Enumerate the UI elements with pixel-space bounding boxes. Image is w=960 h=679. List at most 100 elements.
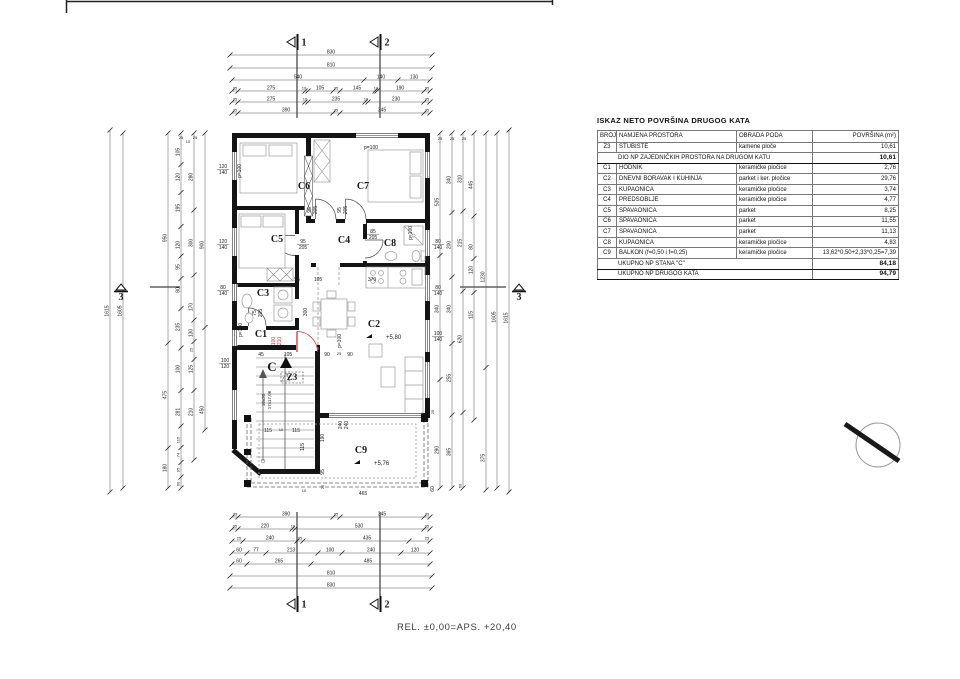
dim-tick <box>460 288 466 294</box>
dim-tick <box>330 88 336 94</box>
col-header-2: OBRADA PODA <box>736 130 813 143</box>
dim-label: 77 <box>253 548 259 554</box>
dim-label: 235 <box>176 323 182 332</box>
dim-tick <box>178 474 184 480</box>
dim-tick <box>191 130 197 136</box>
room-label: C3 <box>257 288 269 299</box>
dim-label: 275 <box>267 86 276 92</box>
row-area: 10,61 <box>812 152 899 164</box>
dim-tick <box>235 99 241 105</box>
dim-label: 25 <box>179 135 184 140</box>
dim-tick <box>244 550 250 556</box>
dim-tick <box>178 305 184 312</box>
row-floor: kamene ploče <box>736 141 813 154</box>
room-label: C4 <box>338 235 350 246</box>
dim-tick <box>107 127 113 133</box>
dim-label: 535 <box>435 198 441 207</box>
dim-tick <box>178 130 184 136</box>
dim-label: 810 <box>327 63 336 69</box>
section-marker-icon <box>369 36 379 48</box>
dim-tick <box>191 356 197 363</box>
staircase <box>256 354 314 469</box>
dim-label: 830 <box>327 50 336 56</box>
dim-label: 25 <box>430 409 435 414</box>
dim-label: 100 <box>434 331 443 337</box>
dim-label: 465 <box>359 491 368 497</box>
dim-label: 115 <box>469 311 475 319</box>
section-marker-number: 3 <box>517 292 522 303</box>
dim-tick <box>165 340 171 346</box>
dim-tick <box>460 130 466 136</box>
dim-tick <box>429 573 435 579</box>
dim-tick <box>429 65 435 71</box>
dim-tick <box>191 387 197 394</box>
row-name: SPAVAONICA <box>616 215 737 228</box>
dim-label: 120 <box>219 239 228 245</box>
dim-tick <box>449 209 455 216</box>
dim-label: 10 <box>302 488 307 493</box>
dim-tick <box>429 52 435 58</box>
dim-label: 365 <box>447 448 453 457</box>
dim-label: 195 <box>176 204 182 213</box>
dim-label: 190 <box>320 434 326 443</box>
section-marker-icon <box>369 598 379 610</box>
dim-tick <box>229 550 235 556</box>
dim-label: 10 <box>186 139 191 144</box>
dim-label: 80 <box>435 239 441 245</box>
dim-label: 90 <box>324 352 330 358</box>
dim-tick <box>191 457 197 463</box>
dim-label: 140 <box>377 75 386 81</box>
row-floor: keramičke pločice <box>736 162 813 175</box>
dim-label: 25 <box>450 136 455 141</box>
row-name: DNEVNI BORAVAK I KUHINJA <box>616 173 737 185</box>
dim-tick <box>483 487 489 493</box>
dim-label: 290 <box>435 446 441 455</box>
dim-label: 810 <box>327 571 336 577</box>
dim-label: 25 <box>193 135 198 140</box>
dim-tick <box>330 110 336 116</box>
dim-tick <box>292 526 298 532</box>
dim-label: 25 <box>425 524 430 529</box>
dim-tick <box>178 459 184 466</box>
dim-label: 95 <box>176 467 181 472</box>
col-header-3: POVRŠINA (m²) <box>812 130 899 143</box>
dim-label: 435 <box>363 536 372 542</box>
dim-tick <box>362 99 368 105</box>
dim-tick <box>165 485 171 491</box>
row-no: C5 <box>597 205 617 217</box>
row-name: PREDSOBLJE <box>616 194 737 207</box>
dim-tick <box>315 550 321 556</box>
dim-label: 100 <box>221 358 230 364</box>
dim-label: 240 <box>266 536 275 542</box>
dim-tick <box>427 99 433 105</box>
dim-label: 80 <box>469 244 475 250</box>
dim-label: 205 <box>299 245 308 251</box>
dim-label: 60 <box>236 559 242 565</box>
dim-tick <box>429 585 435 591</box>
dim-tick <box>471 213 477 219</box>
dim-label: 230 <box>392 97 401 103</box>
dim-label: 485 <box>364 559 373 565</box>
section-marker-icon <box>512 283 526 291</box>
dim-label: 25 <box>233 512 238 517</box>
dim-label: 100 <box>176 365 182 374</box>
entrance-door <box>296 331 318 353</box>
row-area: 11,55 <box>812 215 899 228</box>
dim-tick <box>437 130 443 136</box>
table-title: ISKAZ NETO POVRŠINA DRUGOG KATA <box>597 116 751 125</box>
dim-label: 370 <box>368 277 377 283</box>
col-header-1: NAMJENA PROSTORA <box>616 130 737 143</box>
dim-tick <box>471 255 477 262</box>
dim-label: 105 <box>284 352 293 358</box>
dim-label: 100 <box>326 548 335 554</box>
dim-label: 95 <box>307 207 313 213</box>
dim-label: 115 <box>292 428 300 434</box>
row-no: C3 <box>597 183 617 196</box>
dim-label: 140 <box>434 245 443 251</box>
level-flag-icon <box>354 460 360 464</box>
dim-label: 205 <box>343 206 349 215</box>
